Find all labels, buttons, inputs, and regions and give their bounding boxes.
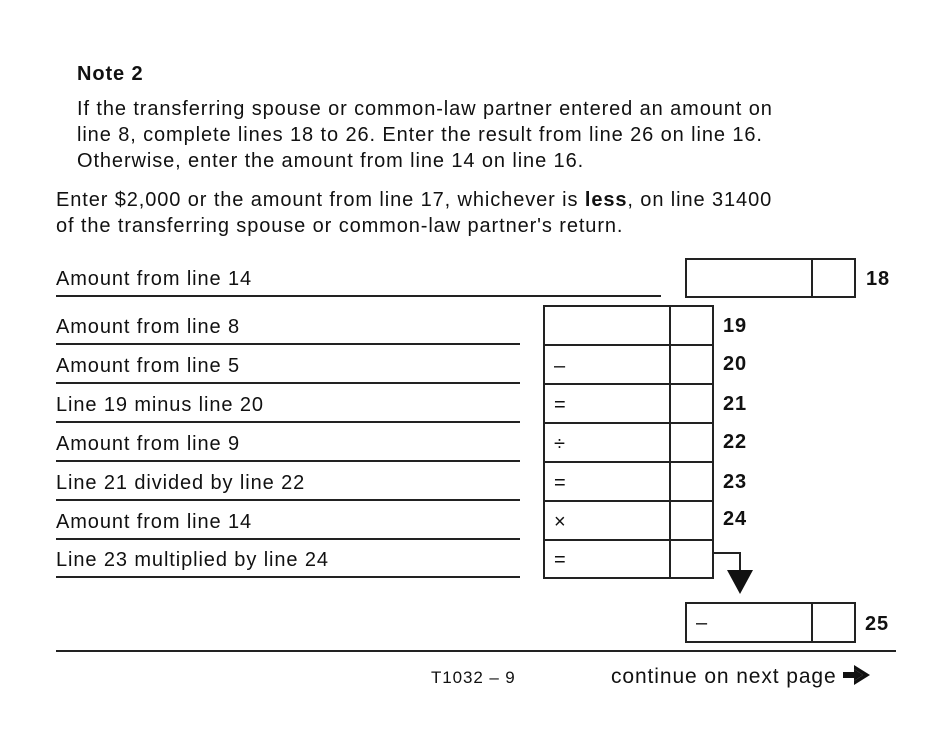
- line-24-number: 24: [723, 508, 748, 530]
- line-21-number: 21: [723, 393, 748, 415]
- line-21-rule: [56, 421, 520, 423]
- multiply-result-rule: [56, 576, 520, 578]
- continue-text: continue on next page: [611, 665, 837, 688]
- line-22-operator: ÷: [554, 433, 566, 455]
- line-20-number: 20: [723, 353, 748, 375]
- line-23-amount-field[interactable]: =: [543, 461, 714, 502]
- line-19-rule: [56, 343, 520, 345]
- instruction-text-end: , on line 31400 of the transferring spou…: [56, 189, 773, 237]
- line-21-operator: =: [554, 394, 567, 416]
- line-21-cents-field[interactable]: [669, 385, 716, 422]
- note-title: Note 2: [77, 63, 144, 85]
- line-18-amount-field[interactable]: [685, 258, 856, 298]
- line-20-amount-field[interactable]: –: [543, 344, 714, 385]
- continue-on-next-page: continue on next page: [611, 665, 871, 689]
- line-22-amount-field[interactable]: ÷: [543, 422, 714, 463]
- instruction-emphasis: less: [584, 189, 628, 211]
- line-22-cents-field[interactable]: [669, 424, 716, 461]
- line-20-rule: [56, 382, 520, 384]
- multiply-result-cents-field[interactable]: [669, 541, 716, 577]
- line-23-cents-field[interactable]: [669, 463, 716, 500]
- right-arrow-icon: [843, 665, 871, 685]
- footer-rule: [56, 650, 896, 652]
- line-20-operator: –: [554, 355, 567, 377]
- line-19-cents-field[interactable]: [669, 307, 716, 344]
- multiply-result-label: Line 23 multiplied by line 24: [56, 549, 329, 571]
- line-19-number: 19: [723, 315, 748, 337]
- line-23-number: 23: [723, 471, 748, 493]
- line-20-label: Amount from line 5: [56, 355, 241, 377]
- multiply-result-amount-field[interactable]: =: [543, 539, 714, 579]
- line-24-rule: [56, 538, 520, 540]
- note-body: If the transferring spouse or common-law…: [77, 98, 773, 172]
- line-24-operator: ×: [554, 511, 567, 533]
- line-18-cents-field[interactable]: [811, 260, 858, 296]
- line-23-rule: [56, 499, 520, 501]
- line-25-cents-field[interactable]: [811, 604, 858, 641]
- line-25-amount-field[interactable]: –: [685, 602, 856, 643]
- line-23-label: Line 21 divided by line 22: [56, 472, 306, 494]
- line-24-cents-field[interactable]: [669, 502, 716, 539]
- line-20-cents-field[interactable]: [669, 346, 716, 383]
- line-19-label: Amount from line 8: [56, 316, 241, 338]
- line-25-operator: –: [696, 612, 709, 634]
- line-18-rule: [56, 295, 661, 297]
- line-22-label: Amount from line 9: [56, 433, 241, 455]
- line-21-label: Line 19 minus line 20: [56, 394, 264, 416]
- line-23-operator: =: [554, 472, 567, 494]
- transfer-arrow-icon: [712, 552, 753, 594]
- multiply-result-operator: =: [554, 549, 567, 571]
- line-24-label: Amount from line 14: [56, 511, 253, 533]
- line-25-number: 25: [865, 613, 890, 635]
- line-18-label: Amount from line 14: [56, 268, 253, 290]
- line-22-number: 22: [723, 431, 748, 453]
- line-18-number: 18: [866, 268, 891, 290]
- line-21-amount-field[interactable]: =: [543, 383, 714, 424]
- page-number: T1032 – 9: [431, 668, 516, 687]
- instruction-text: Enter $2,000 or the amount from line 17,…: [56, 187, 772, 239]
- instruction-text-start: Enter $2,000 or the amount from line 17,…: [56, 189, 585, 211]
- line-19-amount-field[interactable]: [543, 305, 714, 346]
- line-22-rule: [56, 460, 520, 462]
- line-24-amount-field[interactable]: ×: [543, 500, 714, 541]
